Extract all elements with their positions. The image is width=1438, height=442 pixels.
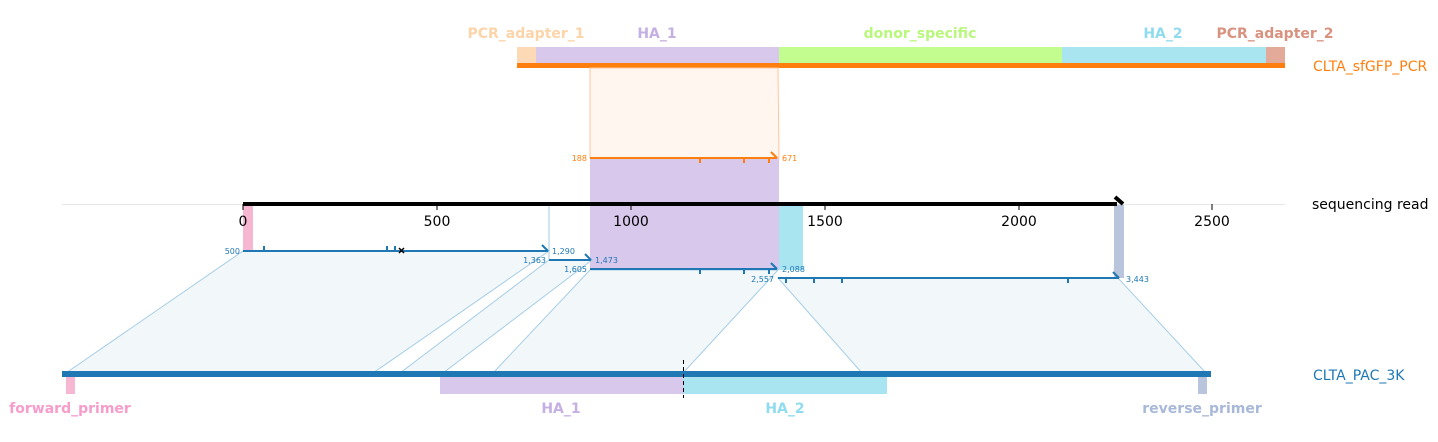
pac-feature-label-ha-2: HA_2: [765, 401, 804, 417]
pac-alignment-4: 2,557 3,443: [751, 271, 1149, 284]
pcr-feature-label-ha-2: HA_2: [1143, 26, 1182, 42]
read-highlight-forward-primer: [243, 204, 253, 251]
pac-alignment-4-start: 2,557: [751, 275, 774, 284]
pac-feature-label-forward-primer: forward_primer: [9, 401, 131, 417]
pcr-feature-ha-1: [536, 47, 779, 63]
read-highlight-ha-2: [779, 204, 803, 270]
pac-alignment-3: 1,605 2,088: [564, 262, 805, 274]
pcr-alignment: 188 671: [572, 151, 797, 163]
pac-alignment-2-arrowhead: [584, 253, 592, 261]
pcr-feature-donor-specific: [779, 47, 1062, 63]
pcr-alignment-start: 188: [572, 154, 587, 163]
pac-connector-4: [776, 277, 1208, 374]
pac-connector-1: [64, 250, 551, 374]
pcr-connector-band: [589, 67, 780, 159]
pac-alignment-1-start: 500: [225, 247, 240, 256]
read-tick-label: 2500: [1194, 214, 1230, 230]
pac-alignment-1-end: 1,290: [552, 247, 575, 256]
read-tick-label: 1500: [807, 214, 843, 230]
read-track-label: sequencing read: [1312, 197, 1428, 213]
pac-alignment-1-deletion-marker: [398, 247, 405, 254]
read-axis-ticks: 0 500 1000 1500 2000 2500: [239, 204, 1230, 230]
pac-feature-ha-1: [440, 376, 683, 394]
pac-alignment-2-start: 1,363: [523, 256, 546, 265]
pcr-feature-label-pcr-adapter-2: PCR_adapter_2: [1216, 26, 1333, 42]
pac-track-label: CLTA_PAC_3K: [1313, 368, 1405, 384]
pcr-track-label: CLTA_sfGFP_PCR: [1313, 59, 1427, 75]
pcr-alignment-arrowhead: [770, 151, 778, 159]
pac-alignment-1: 500 1,290: [225, 244, 575, 256]
pac-alignment-3-arrowhead: [770, 262, 778, 270]
read-tick-label: 0: [239, 214, 248, 230]
pac-track: CLTA_PAC_3K forward_primer HA_1 HA_2 rev…: [9, 360, 1405, 417]
pcr-backbone: [517, 63, 1285, 68]
pcr-feature-pcr-adapter-1: [517, 47, 536, 63]
pcr-connector: [589, 67, 780, 159]
pac-alignment-3-start: 1,605: [564, 265, 587, 274]
read-highlight-reverse-primer: [1114, 204, 1124, 278]
pcr-feature-ha-2: [1062, 47, 1266, 63]
pac-alignment-1-arrowhead: [541, 244, 549, 252]
pcr-feature-label-ha-1: HA_1: [637, 26, 676, 42]
pac-alignment-2: 1,363 1,473: [523, 253, 618, 265]
pac-feature-label-ha-1: HA_1: [541, 401, 580, 417]
read-feature-highlights: [243, 158, 1124, 278]
pac-feature-ha-2: [683, 376, 887, 394]
pcr-track: PCR_adapter_1 HA_1 donor_specific HA_2 P…: [467, 26, 1427, 75]
pcr-feature-label-donor-specific: donor_specific: [864, 26, 977, 42]
pcr-feature-label-pcr-adapter-1: PCR_adapter_1: [467, 26, 584, 42]
pac-feature-reverse-primer: [1198, 376, 1207, 394]
pcr-alignment-end: 671: [782, 154, 797, 163]
pac-alignment-4-arrowhead: [1112, 271, 1120, 279]
pac-feature-label-reverse-primer: reverse_primer: [1142, 401, 1262, 417]
pcr-feature-pcr-adapter-2: [1266, 47, 1285, 63]
read-tick-label: 500: [424, 214, 451, 230]
pac-backbone: [62, 371, 1211, 377]
pac-alignment-2-end: 1,473: [595, 256, 618, 265]
alignments: 188 671 500 1,290 1,363 1,473: [225, 151, 1149, 284]
read-track: sequencing read 0 500 1000 1500 2000 250…: [62, 195, 1428, 230]
read-arrowhead: [1113, 195, 1125, 206]
pac-alignment-3-end: 2,088: [782, 265, 805, 274]
pac-feature-forward-primer: [66, 376, 75, 394]
read-tick-label: 1000: [613, 214, 649, 230]
pac-alignment-4-end: 3,443: [1126, 275, 1149, 284]
read-tick-label: 2000: [1001, 214, 1037, 230]
pac-connectors: [64, 204, 1208, 374]
read-highlight-ha-1: [590, 158, 779, 270]
